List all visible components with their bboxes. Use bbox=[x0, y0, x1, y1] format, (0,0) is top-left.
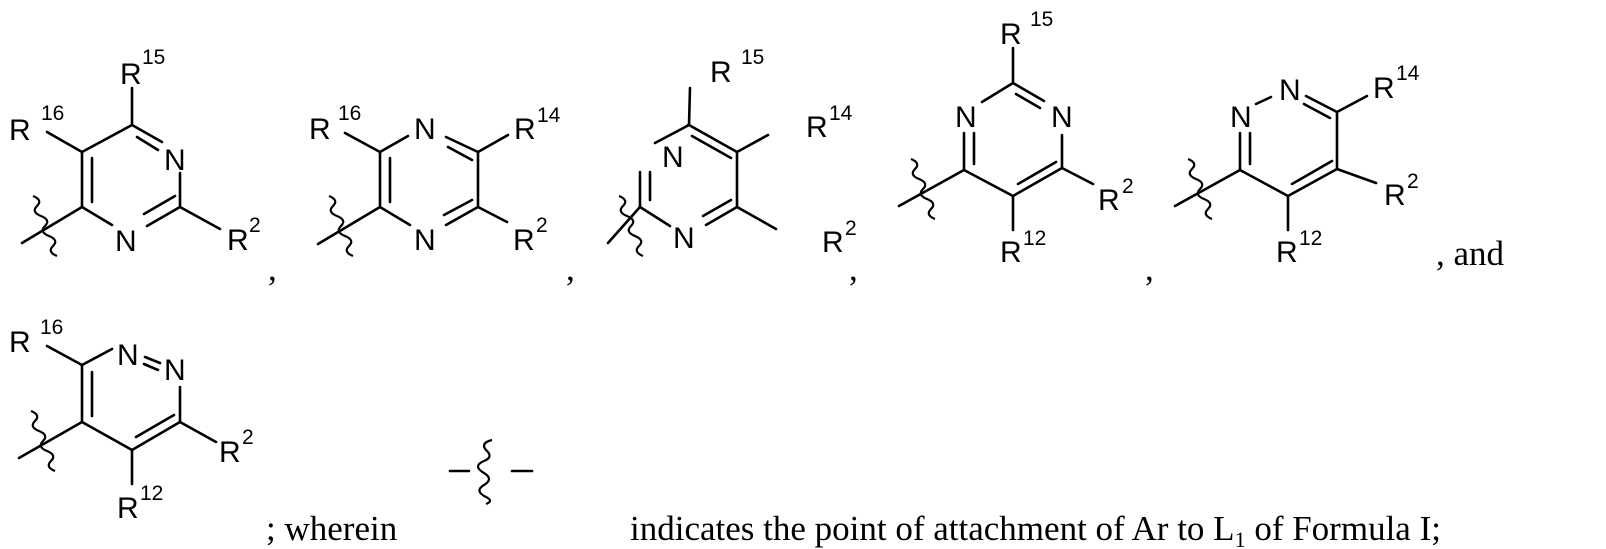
structure-1: N N R 15 R 16 R 2 , bbox=[9, 46, 277, 288]
substituent-superscript: 2 bbox=[845, 217, 857, 240]
atom-N: N bbox=[164, 144, 186, 177]
substituent-superscript: 2 bbox=[1122, 175, 1134, 198]
structure-5: N N R 14 R 2 R 12 , and bbox=[1173, 62, 1505, 273]
substituent-superscript: 16 bbox=[40, 316, 63, 339]
substituent-label: R bbox=[120, 58, 142, 91]
structure-2: N N R 16 R 14 R 2 , bbox=[309, 102, 575, 288]
substituent-label: R bbox=[1098, 184, 1120, 217]
wavy-bond-icon bbox=[1187, 157, 1213, 221]
substituent-label: R bbox=[513, 224, 535, 257]
substituent-superscript: 15 bbox=[741, 46, 764, 69]
atom-N: N bbox=[662, 141, 684, 174]
structure-3: N N R 15 R 14 R 2 , bbox=[606, 46, 858, 288]
substituent-label: R bbox=[1373, 72, 1395, 105]
atom-N: N bbox=[117, 339, 139, 372]
substituent-label: R bbox=[1276, 236, 1298, 269]
substituent-superscript: 16 bbox=[338, 102, 361, 125]
wavy-bond-icon bbox=[30, 409, 56, 473]
structure-4: N N R 15 R 2 R 12 , bbox=[897, 8, 1154, 288]
substituent-label: R bbox=[822, 226, 844, 259]
atom-N: N bbox=[164, 354, 186, 387]
atom-N: N bbox=[1279, 74, 1301, 107]
substituent-label: R bbox=[227, 224, 249, 257]
caption: ; wherein indicates the point of attachm… bbox=[266, 438, 1441, 549]
wavy-bond-icon bbox=[910, 157, 936, 221]
atom-N: N bbox=[673, 222, 695, 255]
substituent-superscript: 15 bbox=[142, 46, 165, 69]
substituent-superscript: 14 bbox=[1396, 62, 1420, 85]
separator-and: , and bbox=[1436, 234, 1505, 273]
substituent-superscript: 12 bbox=[1023, 227, 1046, 250]
atom-N: N bbox=[414, 224, 436, 257]
substituent-superscript: 14 bbox=[829, 102, 853, 125]
wavy-bond-icon bbox=[618, 194, 644, 258]
substituent-superscript: 16 bbox=[41, 102, 64, 125]
caption-wherein: ; wherein bbox=[266, 509, 397, 548]
substituent-superscript: 12 bbox=[140, 482, 163, 505]
separator-comma: , bbox=[1145, 249, 1154, 288]
substituent-label: R bbox=[806, 111, 828, 144]
substituent-label: R bbox=[1000, 236, 1022, 269]
substituent-label: R bbox=[1384, 179, 1406, 212]
wavy-bond-icon bbox=[32, 194, 58, 258]
substituent-superscript: 2 bbox=[1407, 170, 1419, 193]
separator-comma: , bbox=[566, 249, 575, 288]
separator-comma: , bbox=[849, 249, 858, 288]
substituent-label: R bbox=[9, 114, 31, 147]
substituent-superscript: 2 bbox=[536, 214, 548, 237]
caption-indicates: indicates the point of attachment of Ar … bbox=[630, 509, 1441, 549]
substituent-label: R bbox=[1000, 18, 1022, 51]
substituent-superscript: 12 bbox=[1299, 227, 1322, 250]
atom-N: N bbox=[955, 101, 977, 134]
atom-N: N bbox=[1051, 101, 1073, 134]
substituent-label: R bbox=[219, 436, 241, 469]
substituent-superscript: 15 bbox=[1030, 8, 1053, 31]
structure-6: N N R 16 R 2 R 12 bbox=[9, 316, 254, 525]
atom-N: N bbox=[115, 225, 137, 258]
substituent-label: R bbox=[117, 492, 139, 525]
separator-comma: , bbox=[268, 249, 277, 288]
substituent-superscript: 14 bbox=[537, 104, 561, 127]
atom-N: N bbox=[1230, 101, 1252, 134]
substituent-label: R bbox=[9, 326, 31, 359]
wavy-attachment-icon bbox=[448, 438, 534, 506]
substituent-superscript: 2 bbox=[242, 426, 254, 449]
atom-N: N bbox=[414, 113, 436, 146]
substituent-superscript: 2 bbox=[249, 214, 261, 237]
substituent-label: R bbox=[710, 56, 732, 89]
wavy-bond-icon bbox=[328, 194, 354, 258]
substituent-label: R bbox=[309, 113, 331, 146]
substituent-label: R bbox=[514, 113, 536, 146]
